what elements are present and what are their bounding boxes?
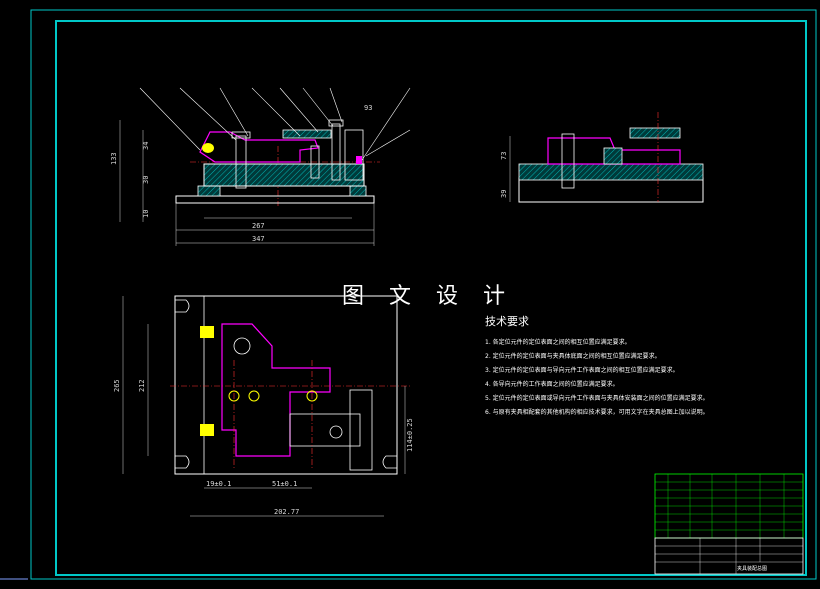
- dim-top-right: 93: [364, 104, 372, 112]
- side-pin: [603, 147, 623, 165]
- front-base-right-step: [349, 185, 367, 197]
- side-top-block: [629, 127, 681, 139]
- dim-plan-right-offset: 114±0.25: [406, 418, 414, 452]
- plan-guide-block: [349, 389, 373, 471]
- dim-left-low: 10: [142, 210, 150, 218]
- front-body: [203, 163, 365, 187]
- tech-req-title: 技术要求: [485, 315, 529, 328]
- front-view: 133 34 30 10 93 267 347: [110, 87, 411, 246]
- plan-support-2: [200, 424, 214, 436]
- front-small-washer: [356, 156, 362, 164]
- dim-inner-width: 267: [252, 222, 265, 230]
- dim-plan-left-inner: 212: [138, 379, 146, 392]
- front-dim-lines: [119, 120, 375, 246]
- side-bolt: [561, 133, 575, 189]
- dim-overall-width: 347: [252, 235, 265, 243]
- dim-side-lower: 39: [500, 190, 508, 198]
- watermark-text: 图 文 设 计: [342, 284, 514, 309]
- dim-plan-bottom-a: 19±0.1: [206, 480, 231, 488]
- tech-req-note-4: 4. 各导向元件的工作表面之间的位置应满足要求。: [485, 380, 619, 388]
- dim-left-upper: 34: [142, 142, 150, 150]
- front-base-left-step: [197, 185, 221, 197]
- side-workpiece: [547, 137, 681, 165]
- plan-base-outline: [174, 295, 398, 475]
- front-right-post: [344, 129, 364, 181]
- parts-list-grid: [655, 474, 803, 538]
- plan-clamp-block: [289, 413, 361, 447]
- dim-side-upper: 73: [500, 152, 508, 160]
- side-view: 73 39: [500, 112, 704, 203]
- drawing-name: 夹具装配总图: [737, 565, 767, 572]
- outer-border: [30, 9, 817, 580]
- front-leaders: [139, 87, 411, 161]
- front-bolts: [231, 119, 344, 189]
- plan-clamp-hole: [329, 425, 343, 439]
- side-body: [518, 163, 704, 181]
- inner-border: [55, 20, 807, 576]
- tech-req-note-2: 2. 定位元件的定位表面与夹具体底面之间的相互位置应满足要求。: [485, 352, 661, 360]
- plan-workpiece: [221, 323, 331, 457]
- title-block-frame: [654, 537, 804, 575]
- plan-dim-lines: [122, 296, 406, 517]
- tech-req-note-5: 5. 定位元件的定位表面或导向元件工作表面与夹具体安装面之间的位置应满足要求。: [485, 394, 709, 402]
- plan-support-1: [200, 326, 214, 338]
- plan-locating-pin-2: [248, 390, 260, 402]
- dim-left-height: 133: [110, 152, 118, 165]
- front-clamp-plate: [282, 129, 332, 139]
- tech-req-note-6: 6. 与原有夹具相配套的其他机构的相应技术要求，可用文字在夹具总图上加以说明。: [485, 408, 709, 416]
- side-base: [518, 177, 704, 203]
- tech-req-note-1: 1. 各定位元件的定位表面之间的相互位置应满足要求。: [485, 338, 631, 346]
- dim-left-mid: 30: [142, 176, 150, 184]
- plan-view: 265 212 114±0.25 19±0.1 51±0.1 202.77: [113, 295, 414, 517]
- front-locating-pin: [202, 143, 214, 153]
- drawing-frame: [0, 9, 817, 580]
- front-base-plate: [175, 195, 375, 204]
- dim-plan-bottom-b: 51±0.1: [272, 480, 297, 488]
- dim-plan-bottom-total: 202.77: [274, 508, 299, 516]
- plan-bolt-hole: [233, 337, 251, 355]
- tech-req-note-3: 3. 定位元件的定位表面与导向元件工作表面之间的相互位置应满足要求。: [485, 366, 679, 374]
- dim-plan-left-overall: 265: [113, 379, 121, 392]
- title-block-grid: [655, 538, 803, 574]
- plan-slots: [175, 299, 397, 469]
- title-block: 夹具装配总图: [654, 473, 804, 575]
- technical-requirements: 技术要求 1. 各定位元件的定位表面之间的相互位置应满足要求。 2. 定位元件的…: [485, 315, 709, 416]
